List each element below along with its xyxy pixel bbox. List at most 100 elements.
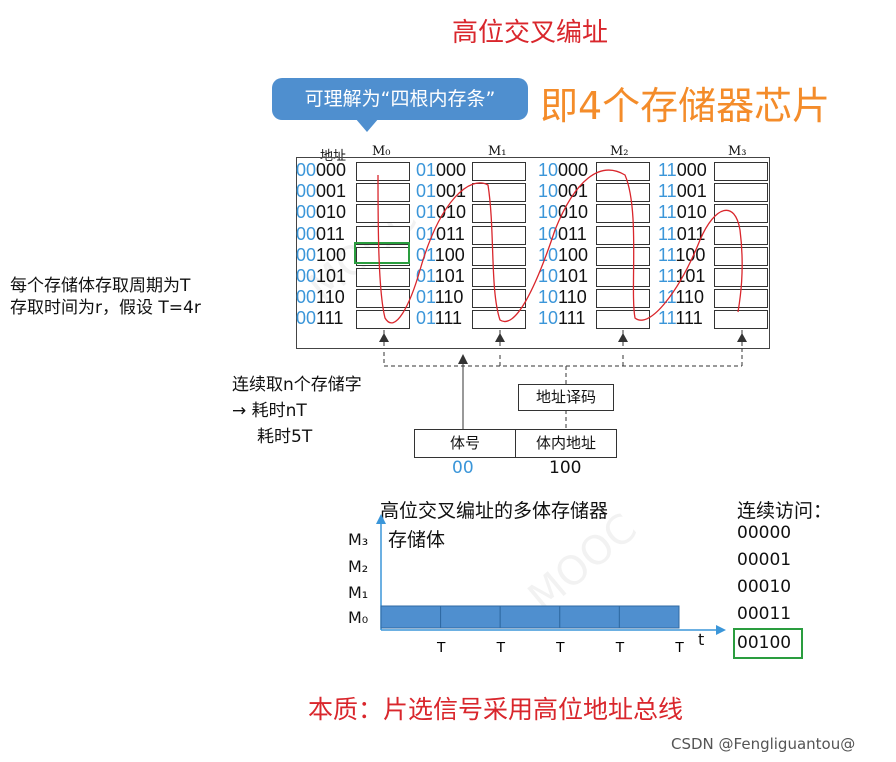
bank-prefix: 01 [416,202,437,223]
address-label: 10101 [538,266,588,287]
bank-prefix: 01 [416,266,435,286]
in-bank-suffix: 001 [316,181,347,202]
memory-cell [596,183,650,203]
access-bar [618,605,680,629]
bank-prefix: 10 [538,181,559,202]
in-bank-suffix: 101 [558,266,589,286]
bank-prefix: 00 [296,266,317,286]
in-bank-address-value: 100 [549,458,582,478]
in-bank-suffix: 110 [434,287,464,308]
memory-cell [472,310,526,330]
memory-cell [714,183,768,203]
address-label: 00001 [296,181,346,202]
x-tick-label: T [615,639,624,656]
bank-prefix: 01 [416,160,437,180]
sequence-item: 00010 [737,577,792,597]
memory-cell [472,246,526,266]
bank-prefix: 01 [416,287,435,308]
address-label: 01001 [416,181,466,202]
in-bank-suffix: 110 [316,287,345,308]
sequence-item: 00001 [737,550,792,570]
in-bank-suffix: 000 [316,160,347,180]
in-bank-suffix: 011 [316,223,345,244]
bank-prefix: 10 [538,244,559,265]
conclusion: 本质：片选信号采用高位地址总线 [308,695,684,724]
x-tick-label: T [437,639,446,656]
continuous-note-line2: → 耗时nT [232,401,307,421]
in-bank-suffix: 000 [676,160,707,180]
address-label: 01101 [416,266,465,287]
x-axis-label: t [698,630,705,649]
sequence-title: 连续访问： [737,500,833,522]
cycle-note-line1: 每个存储体存取周期为T [10,276,191,296]
address-label: 11001 [658,181,707,202]
address-label: 01111 [416,308,462,329]
in-bank-suffix: 011 [436,223,465,244]
x-axis-arrow [716,625,726,635]
address-label: 00111 [296,308,343,329]
in-bank-suffix: 011 [558,223,587,244]
bank-prefix: 10 [538,308,559,329]
in-bank-suffix: 100 [558,244,589,265]
bank-prefix: 01 [416,308,435,329]
bank-prefix: 10 [538,266,559,286]
bank-prefix: 11 [658,181,677,202]
address-label: 10010 [538,202,588,223]
memory-cell [472,268,526,287]
in-bank-suffix: 110 [558,287,587,308]
address-label: 01110 [416,287,463,308]
continuous-note-line3: 耗时5T [257,427,313,447]
in-bank-suffix: 100 [316,244,347,265]
memory-cell [472,289,526,309]
memory-cell [356,225,410,245]
memory-cell [356,183,410,203]
bank-prefix: 00 [296,202,317,223]
bank-prefix: 10 [538,160,559,180]
bank-prefix: 00 [296,308,317,329]
bank-prefix: 01 [416,181,437,202]
address-label: 10011 [538,224,587,245]
callout-bubble: 可理解为“四根内存条” [272,78,528,120]
in-bank-suffix: 010 [316,202,347,223]
bank-frame [296,157,770,349]
y-axis-arrow [376,514,386,524]
address-label: 10100 [538,245,588,266]
memory-cell [472,183,526,203]
address-label: 00011 [296,224,345,245]
address-label: 11101 [658,266,705,287]
address-label: 00110 [296,287,345,308]
bank-label-2: M₂ [348,557,369,576]
in-bank-suffix: 010 [436,202,467,223]
memory-cell [356,268,410,287]
in-bank-suffix: 001 [436,181,467,202]
memory-cell [596,162,650,181]
access-bar [499,605,561,629]
address-label: 00100 [296,245,346,266]
address-label: 10000 [538,160,588,181]
address-label: 11111 [658,308,703,329]
in-bank-suffix: 100 [675,244,706,265]
x-tick-label: T [556,639,565,656]
memory-cell [596,204,650,224]
access-bar [559,605,620,629]
memory-cell [596,246,650,266]
in-bank-suffix: 101 [434,266,465,286]
address-label: 11000 [658,160,707,181]
selected-cell-highlight [354,242,410,264]
continuous-note: 连续取n个存储字 → 耗时nT 耗时5T [232,372,362,450]
address-label: 11010 [658,202,707,223]
sequence-item: 00000 [737,523,792,543]
bank-prefix: 11 [658,266,676,286]
address-label: 00000 [296,160,346,181]
in-bank-suffix: 000 [436,160,467,180]
address-label: 00101 [296,266,346,287]
x-tick-label: T [675,639,684,656]
page-title: 高位交叉编址 [452,18,609,48]
sequence-item: 00011 [737,604,792,624]
bank-label-1: M₁ [348,583,369,602]
bank-number-field: 体号 [414,429,516,458]
continuous-note-line1: 连续取n个存储字 [232,375,362,395]
address-label: 11110 [658,287,704,308]
bank-prefix: 00 [296,160,317,180]
